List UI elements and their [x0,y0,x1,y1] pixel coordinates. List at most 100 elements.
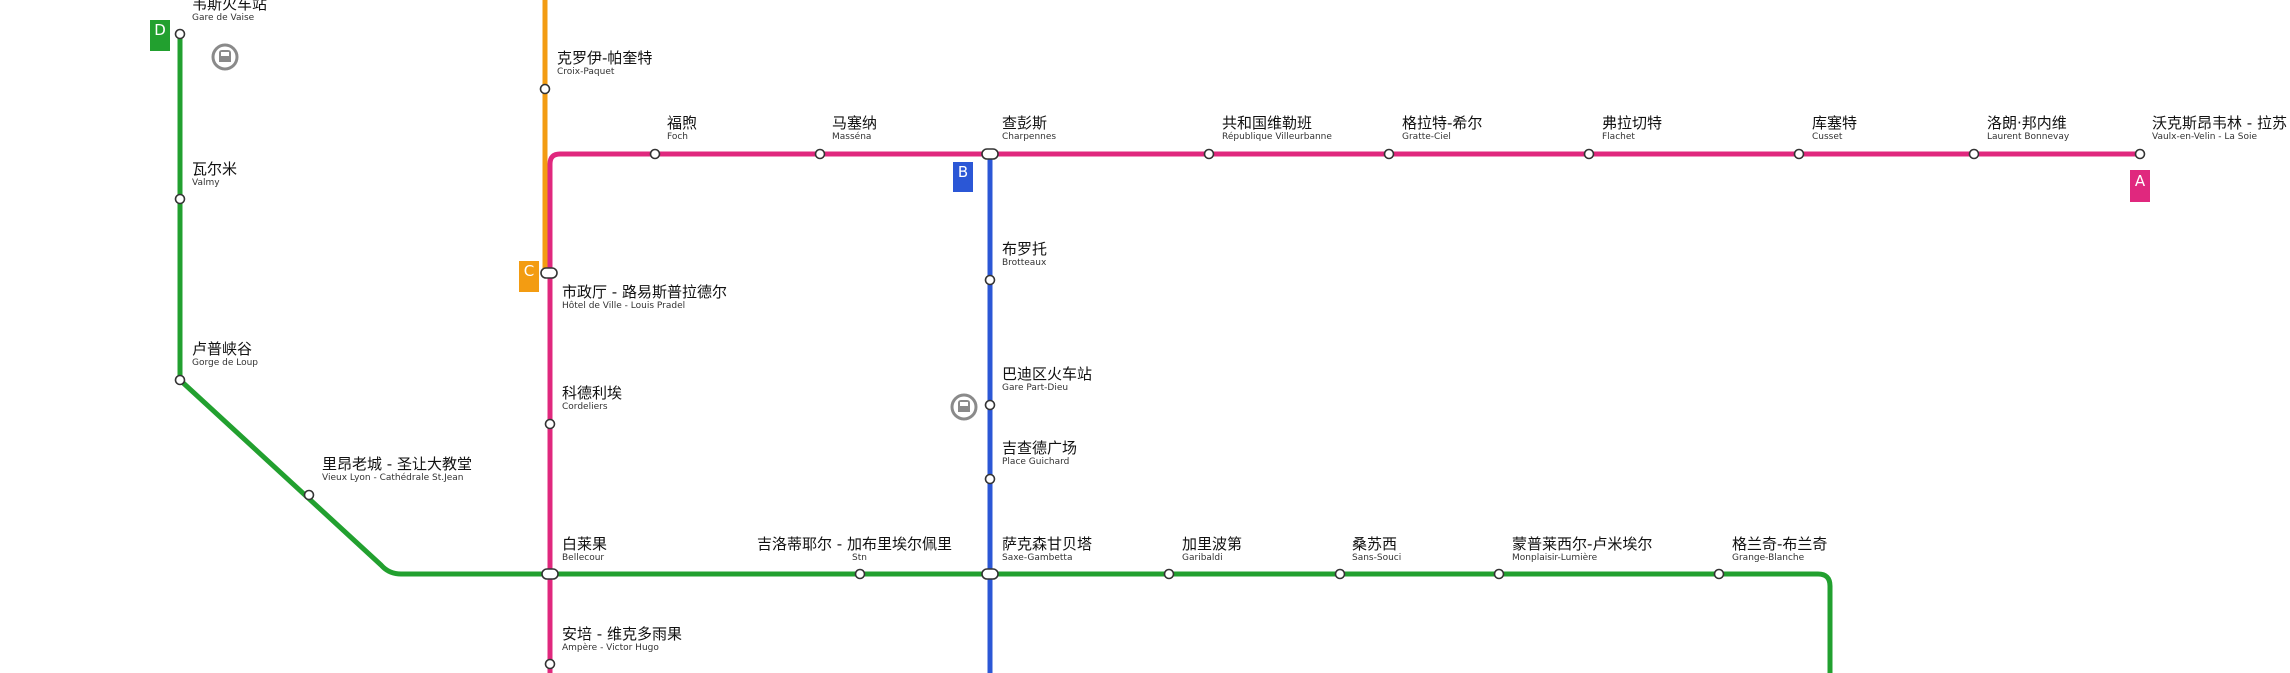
station-label-croix-paquet[interactable]: 克罗伊-帕奎特 Croix-Paquet [557,49,652,77]
station-label-vieux-lyon[interactable]: 里昂老城 - 圣让大教堂 Vieux Lyon - Cathédrale St.… [322,455,472,483]
svg-text:吉查德广场: 吉查德广场 [1002,439,1077,457]
svg-text:A: A [2135,172,2146,190]
svg-text:Bellecour: Bellecour [562,553,604,563]
station-label-monplaisir[interactable]: 蒙普莱西尔-卢米埃尔 Monplaisir-Lumière [1512,535,1652,563]
svg-text:Foch: Foch [667,132,688,142]
station-label-guichard[interactable]: 吉查德广场 Place Guichard [1002,439,1077,467]
station-marker-croix-paquet[interactable] [539,83,551,95]
station-label-massena[interactable]: 马塞纳 Masséna [832,114,877,142]
svg-text:格兰奇-布兰奇: 格兰奇-布兰奇 [1732,535,1827,553]
svg-text:Hôtel de Ville - Louis Pradel: Hôtel de Ville - Louis Pradel [562,300,685,311]
station-marker-brotteaux[interactable] [984,274,996,286]
svg-text:Cordeliers: Cordeliers [562,402,608,412]
station-marker-garibaldi[interactable] [1163,568,1175,580]
station-marker-gratte-ciel[interactable] [1383,148,1395,160]
interchange-marker-bellecour[interactable] [541,568,559,580]
svg-text:Flachet: Flachet [1602,132,1635,142]
station-marker-gare-de-vaise[interactable] [174,28,186,40]
line-badge-b[interactable]: B [953,162,973,192]
svg-text:Gorge de Loup: Gorge de Loup [192,358,258,368]
station-marker-monplaisir[interactable] [1493,568,1505,580]
svg-text:Vaulx-en-Velin - La Soie: Vaulx-en-Velin - La Soie [2152,132,2257,142]
svg-text:Masséna: Masséna [832,131,871,142]
svg-text:Croix-Paquet: Croix-Paquet [557,67,615,77]
svg-text:沃克斯昂韦林 - 拉苏: 沃克斯昂韦林 - 拉苏 [2152,114,2287,132]
line-badge-d[interactable]: D [150,20,170,51]
station-label-ampere[interactable]: 安培 - 维克多雨果 Ampère - Victor Hugo [562,625,682,653]
station-marker-cordeliers[interactable] [544,418,556,430]
station-label-gorge-de-loup[interactable]: 卢普峡谷 Gorge de Loup [192,340,258,368]
svg-text:吉洛蒂耶尔 - 加布里埃尔佩里: 吉洛蒂耶尔 - 加布里埃尔佩里 [757,535,952,553]
svg-text:洛朗·邦内维: 洛朗·邦内维 [1987,114,2067,132]
svg-text:安培 - 维克多雨果: 安培 - 维克多雨果 [562,625,682,643]
station-label-gratte-ciel[interactable]: 格拉特-希尔 Gratte-Ciel [1402,114,1482,142]
svg-text:共和国维勒班: 共和国维勒班 [1222,114,1312,132]
svg-text:Monplaisir-Lumière: Monplaisir-Lumière [1512,552,1598,563]
station-label-foch[interactable]: 福煦 Foch [667,114,697,142]
svg-text:福煦: 福煦 [667,114,697,132]
station-label-valmy[interactable]: 瓦尔米 Valmy [192,160,237,188]
svg-text:Laurent Bonnevay: Laurent Bonnevay [1987,132,2070,142]
svg-text:Gare Part-Dieu: Gare Part-Dieu [1002,383,1068,393]
station-label-cordeliers[interactable]: 科德利埃 Cordeliers [562,384,622,412]
svg-text:库塞特: 库塞特 [1812,114,1857,132]
station-label-gare-de-vaise[interactable]: 韦斯火车站 Gare de Vaise [192,0,267,23]
svg-text:韦斯火车站: 韦斯火车站 [192,0,267,13]
svg-text:查彭斯: 查彭斯 [1002,114,1047,132]
station-marker-part-dieu[interactable] [984,399,996,411]
station-label-guillotiere[interactable]: 吉洛蒂耶尔 - 加布里埃尔佩里 Stn [757,535,952,563]
station-label-vaulx-en-velin[interactable]: 沃克斯昂韦林 - 拉苏 Vaulx-en-Velin - La Soie [2152,114,2287,142]
station-label-grange-blanche[interactable]: 格兰奇-布兰奇 Grange-Blanche [1732,535,1827,563]
station-marker-grange-blanche[interactable] [1713,568,1725,580]
station-label-flachet[interactable]: 弗拉切特 Flachet [1602,114,1662,142]
station-label-hotel-de-ville[interactable]: 市政厅 - 路易斯普拉德尔 Hôtel de Ville - Louis Pra… [562,283,727,311]
svg-text:Garibaldi: Garibaldi [1182,553,1223,563]
station-marker-flachet[interactable] [1583,148,1595,160]
station-marker-foch[interactable] [649,148,661,160]
line-badge-a[interactable]: A [2130,170,2150,202]
svg-text:萨克森甘贝塔: 萨克森甘贝塔 [1002,535,1092,553]
station-marker-massena[interactable] [814,148,826,160]
svg-text:马塞纳: 马塞纳 [832,114,877,132]
svg-text:Grange-Blanche: Grange-Blanche [1732,553,1805,563]
station-label-sans-souci[interactable]: 桑苏西 Sans-Souci [1352,535,1401,563]
svg-text:市政厅 - 路易斯普拉德尔: 市政厅 - 路易斯普拉德尔 [562,283,727,301]
svg-text:D: D [154,21,166,39]
station-label-garibaldi[interactable]: 加里波第 Garibaldi [1182,535,1242,563]
svg-text:科德利埃: 科德利埃 [562,384,622,402]
station-marker-guichard[interactable] [984,473,996,485]
station-marker-ampere[interactable] [544,658,556,670]
interchange-marker-saxe-gambetta[interactable] [981,568,999,580]
interchange-marker-charpennes[interactable] [981,148,999,160]
station-marker-vaulx-en-velin[interactable] [2134,148,2146,160]
svg-text:République Villeurbanne: République Villeurbanne [1222,131,1332,142]
station-marker-laurent-bonnevay[interactable] [1968,148,1980,160]
rail-station-icon [950,393,978,421]
station-marker-cusset[interactable] [1793,148,1805,160]
station-label-cusset[interactable]: 库塞特 Cusset [1812,114,1857,142]
station-marker-sans-souci[interactable] [1334,568,1346,580]
station-label-part-dieu[interactable]: 巴迪区火车站 Gare Part-Dieu [1002,365,1092,393]
station-marker-valmy[interactable] [174,193,186,205]
svg-text:Ampère - Victor Hugo: Ampère - Victor Hugo [562,642,659,653]
line-d-track [177,32,1833,673]
line-badge-c[interactable]: C [519,261,539,292]
station-label-republique[interactable]: 共和国维勒班 République Villeurbanne [1222,114,1332,142]
station-label-saxe-gambetta[interactable]: 萨克森甘贝塔 Saxe-Gambetta [1002,535,1092,563]
station-label-laurent-bonnevay[interactable]: 洛朗·邦内维 Laurent Bonnevay [1987,114,2070,142]
svg-text:Valmy: Valmy [192,178,220,188]
station-marker-gorge-de-loup[interactable] [174,374,186,386]
svg-text:Saxe-Gambetta: Saxe-Gambetta [1002,553,1072,563]
svg-text:白莱果: 白莱果 [562,535,607,553]
station-marker-vieux-lyon[interactable] [303,489,315,501]
station-label-brotteaux[interactable]: 布罗托 Brotteaux [1002,240,1047,268]
station-label-charpennes[interactable]: 查彭斯 Charpennes [1002,114,1056,142]
station-label-bellecour[interactable]: 白莱果 Bellecour [562,535,607,563]
station-marker-republique[interactable] [1203,148,1215,160]
station-marker-guillotiere[interactable] [854,568,866,580]
svg-text:巴迪区火车站: 巴迪区火车站 [1002,365,1092,383]
svg-text:加里波第: 加里波第 [1182,535,1242,553]
svg-text:里昂老城 - 圣让大教堂: 里昂老城 - 圣让大教堂 [322,455,472,473]
interchange-marker-hotel-de-ville[interactable] [540,267,558,279]
